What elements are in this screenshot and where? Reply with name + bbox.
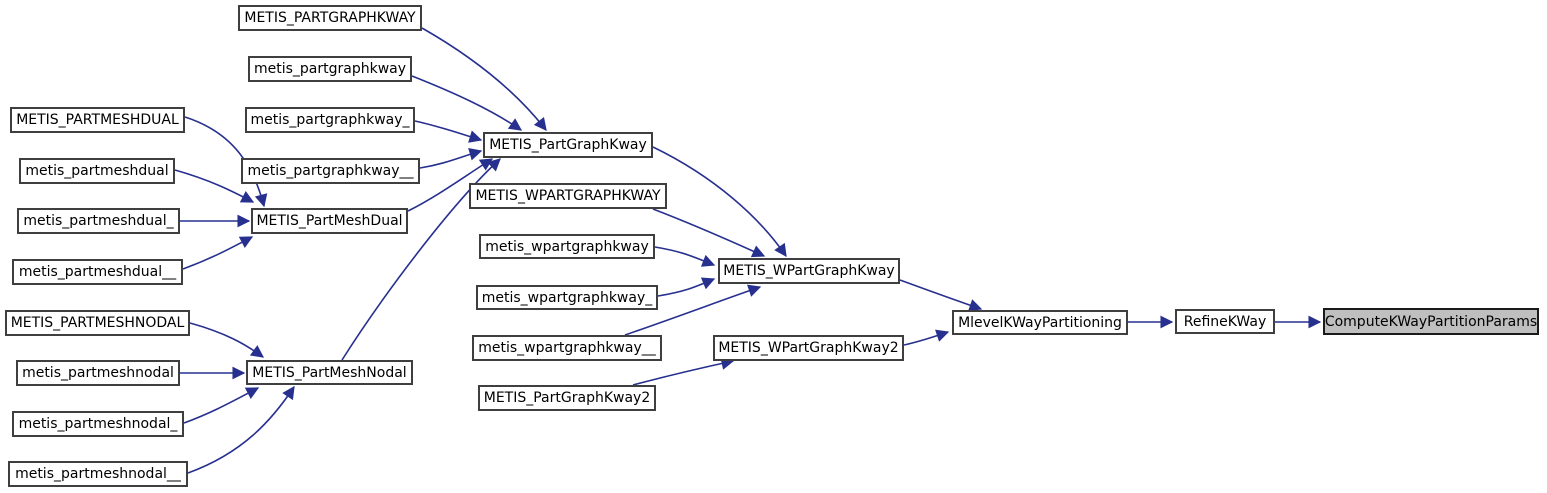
node-METIS_PartGraphKway2[interactable]: METIS_PartGraphKway2 [478,385,656,411]
node-metis_partmeshdual_[interactable]: metis_partmeshdual_ [17,208,180,234]
node-MlevelKWayPartitioning[interactable]: MlevelKWayPartitioning [952,310,1128,335]
node-METIS_PARTMESHDUAL[interactable]: METIS_PARTMESHDUAL [10,107,185,133]
edge-METIS_WPartGraphKway-to-MlevelKWayPartitioning [899,279,983,312]
edge-metis_partgraphkway-to-METIS_PartGraphKway [411,75,523,131]
edge-metis_partgraphkway__-to-METIS_PartGraphKway [419,148,483,169]
edge-METIS_WPartGraphKway2-to-MlevelKWayPartitioning [903,329,950,346]
edge-metis_partmeshnodal__-to-METIS_PartMeshNodal [187,385,295,474]
node-metis_partmeshdual__[interactable]: metis_partmeshdual__ [12,259,183,285]
edge-METIS_PartGraphKway2-to-METIS_WPartGraphKway2 [632,357,735,386]
node-metis_partgraphkway_[interactable]: metis_partgraphkway_ [245,107,415,133]
edge-group [174,27,1322,474]
node-metis_partgraphkway[interactable]: metis_partgraphkway [248,56,412,82]
node-METIS_PARTGRAPHKWAY[interactable]: METIS_PARTGRAPHKWAY [238,5,422,31]
node-metis_wpartgraphkway__[interactable]: metis_wpartgraphkway__ [472,335,662,361]
node-metis_partmeshnodal_[interactable]: metis_partmeshnodal_ [12,411,184,437]
edge-metis_wpartgraphkway-to-METIS_WPartGraphKway [654,246,716,267]
edge-METIS_PartGraphKway-to-METIS_WPartGraphKway [652,146,787,258]
node-metis_partmeshnodal[interactable]: metis_partmeshnodal [16,360,180,386]
node-ComputeKWayPartitionParams: ComputeKWayPartitionParams [1323,308,1539,335]
node-metis_partgraphkway__[interactable]: metis_partgraphkway__ [241,158,420,184]
edge-metis_wpartgraphkway_-to-METIS_WPartGraphKway [657,277,716,297]
edge-METIS_PARTMESHNODAL-to-METIS_PartMeshNodal [189,322,265,358]
edge-metis_partmeshnodal_-to-METIS_PartMeshNodal [183,387,260,424]
edge-metis_partgraphkway_-to-METIS_PartGraphKway [414,120,483,143]
node-metis_partmeshdual[interactable]: metis_partmeshdual [19,158,175,184]
node-METIS_PARTMESHNODAL[interactable]: METIS_PARTMESHNODAL [5,310,190,336]
node-METIS_WPARTGRAPHKWAY[interactable]: METIS_WPARTGRAPHKWAY [469,183,667,209]
node-metis_wpartgraphkway[interactable]: metis_wpartgraphkway [479,234,655,259]
node-METIS_WPartGraphKway2[interactable]: METIS_WPartGraphKway2 [713,335,904,361]
node-metis_partmeshnodal__[interactable]: metis_partmeshnodal__ [8,461,188,487]
node-METIS_WPartGraphKway[interactable]: METIS_WPartGraphKway [718,258,900,284]
node-METIS_PartMeshNodal[interactable]: METIS_PartMeshNodal [246,360,413,385]
node-METIS_PartMeshDual[interactable]: METIS_PartMeshDual [251,208,408,234]
node-metis_wpartgraphkway_[interactable]: metis_wpartgraphkway_ [476,285,658,310]
node-METIS_PartGraphKway[interactable]: METIS_PartGraphKway [483,132,653,158]
edge-METIS_WPARTGRAPHKWAY-to-METIS_WPartGraphKway [652,208,766,258]
edge-metis_partmeshdual__-to-METIS_PartMeshDual [182,236,254,270]
edge-METIS_PARTGRAPHKWAY-to-METIS_PartGraphKway [421,27,547,132]
node-RefineKWay[interactable]: RefineKWay [1175,309,1275,334]
